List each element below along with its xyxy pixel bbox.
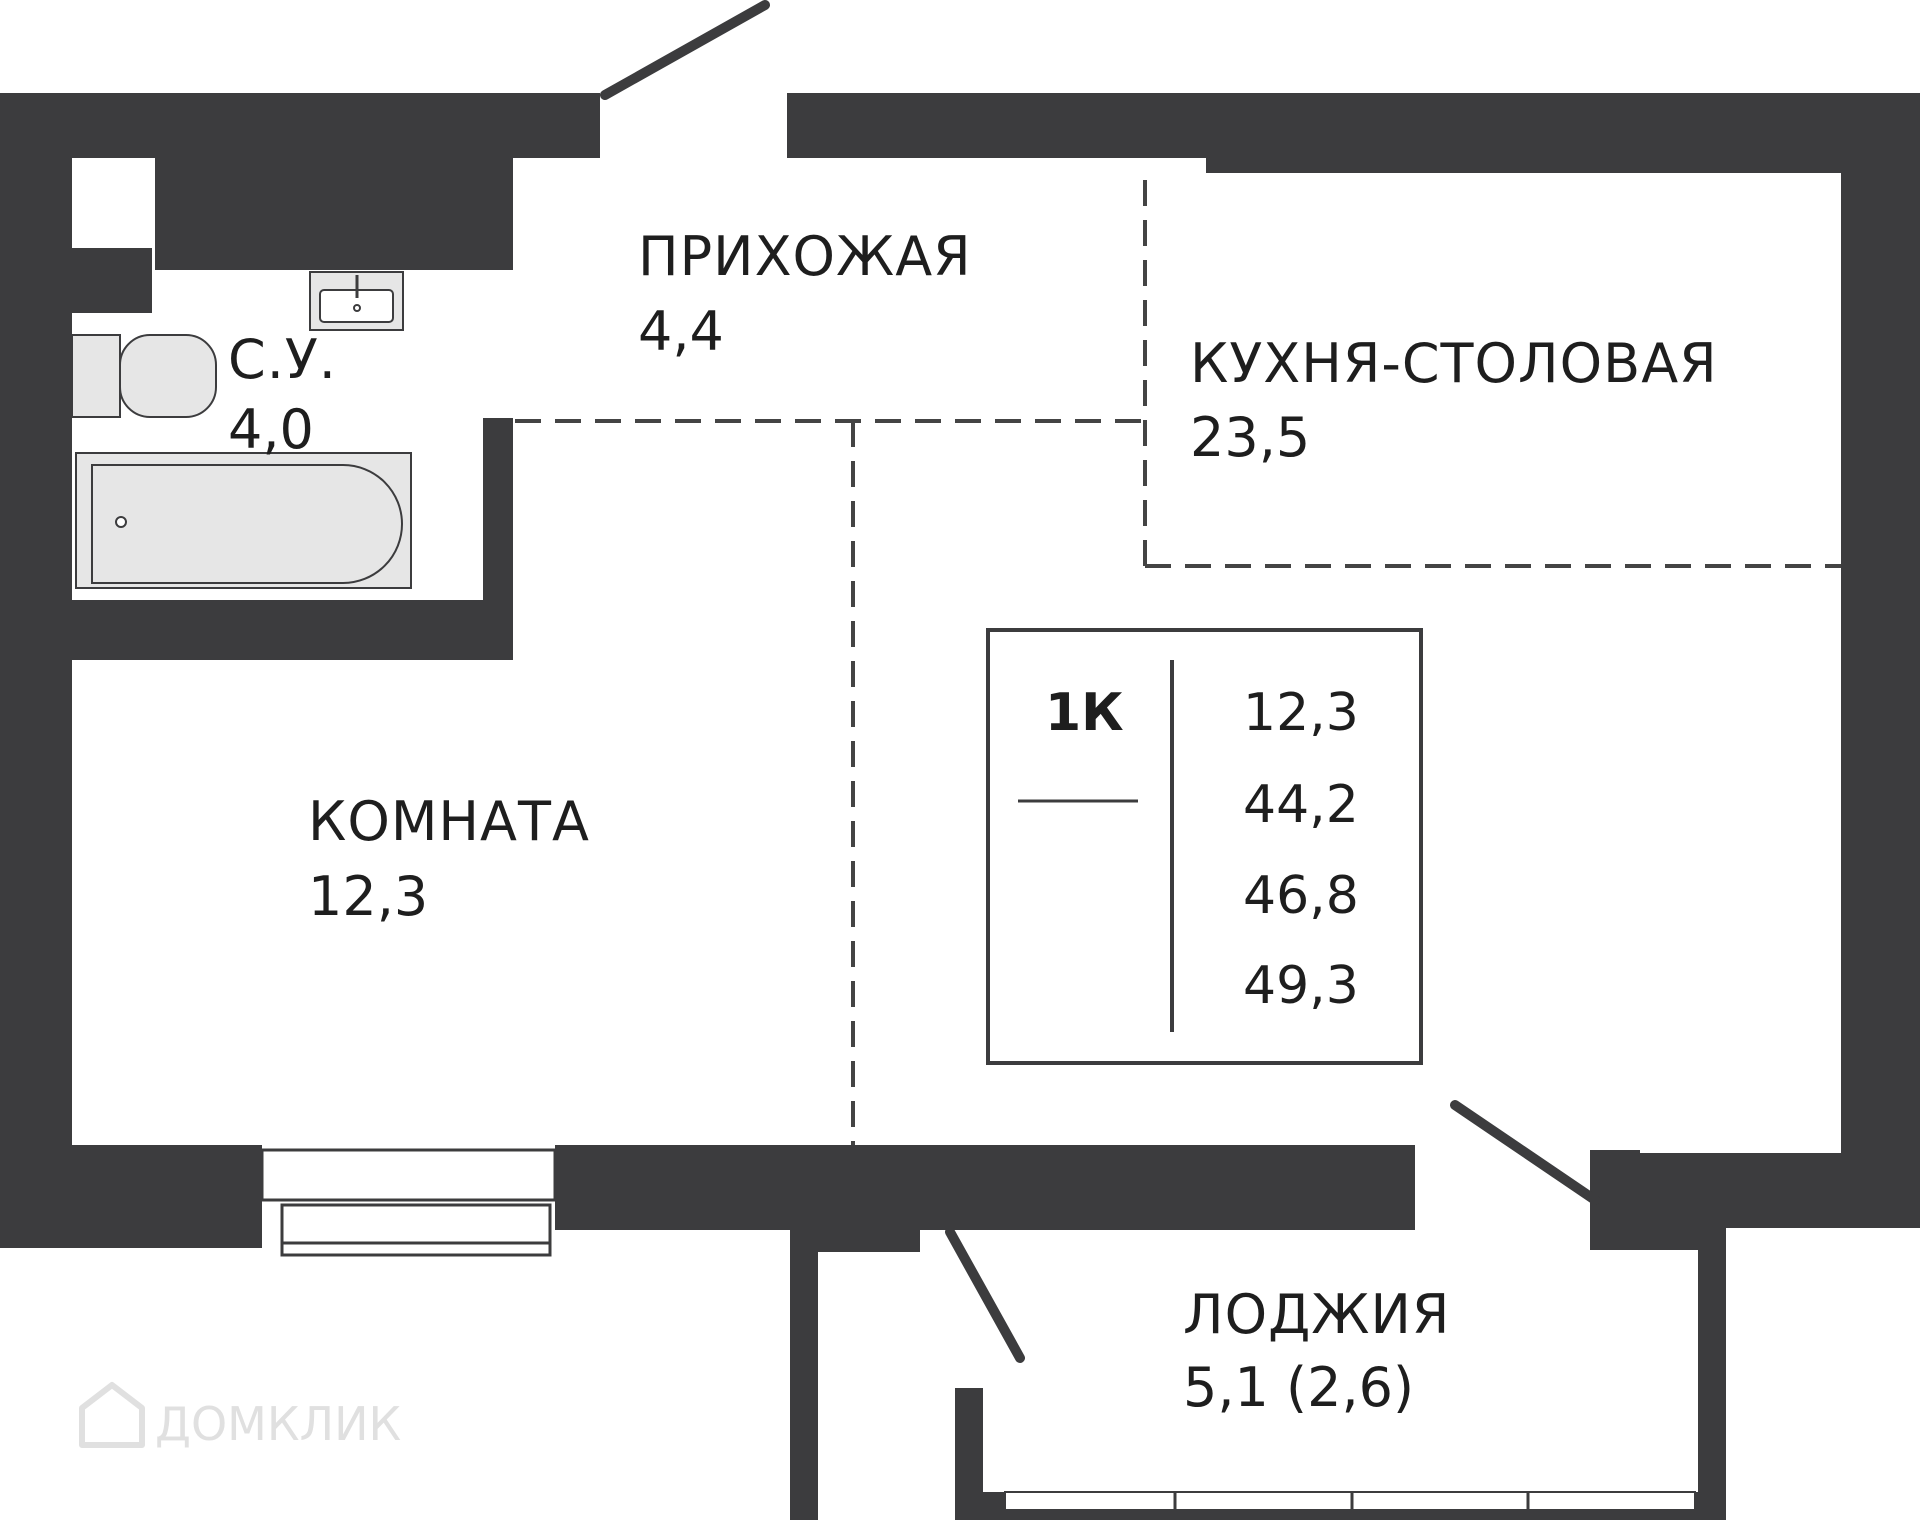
bathtub-inner [91,464,403,584]
doors [600,0,1600,1363]
wall-kitchen-top-step [1206,158,1841,173]
window-room [260,1148,557,1202]
wall-bottom-right [1590,1153,1920,1228]
watermark: ДОМКЛИК [79,1382,401,1451]
wall-loggia-inner-pier [955,1388,983,1520]
sink-drain [353,304,361,312]
toilet [71,334,217,418]
kitchen-name: КУХНЯ-СТОЛОВАЯ [1190,332,1718,395]
loggia-glazing [1004,1491,1696,1511]
wall-bathroom-left-stub [72,248,152,313]
room-area: 12,3 [308,865,428,928]
sink [309,271,404,331]
fixtures [71,271,412,589]
bathroom-area: 4,0 [228,398,314,461]
wall-top-right [787,93,1920,158]
wall-bottom-left [72,1145,262,1248]
window-room-sill [280,1203,552,1257]
watermark-text: ДОМКЛИК [155,1397,401,1451]
toilet-bowl [119,334,217,418]
summary-value-living: 12,3 [1243,683,1359,743]
kitchen-area: 23,5 [1190,406,1310,469]
loggia-name: ЛОДЖИЯ [1183,1283,1450,1346]
zone-dividers [515,180,1841,1145]
hallway-name: ПРИХОЖАЯ [638,225,972,288]
house-icon [79,1382,145,1448]
wall-left [0,93,72,1248]
wall-bottom-middle [555,1145,1415,1230]
walls [0,93,1920,1520]
bathroom-name: С.У. [228,328,337,391]
summary-type: 1К [1045,683,1124,743]
balcony-door-room [945,1227,1025,1363]
summary-frame [986,628,1423,1065]
wall-bathroom-top [155,158,513,270]
wall-loggia-right-top [1590,1228,1726,1250]
room-name: КОМНАТА [308,790,590,853]
summary-box: 1К 12,3 44,2 46,8 49,3 [986,628,1423,1065]
wall-bottom-right-pier [1590,1150,1640,1228]
bathtub [75,452,412,589]
wall-bathroom-bottom [72,600,513,660]
wall-top-left [0,93,600,158]
entrance-door [600,0,770,100]
wall-right [1841,93,1920,1153]
hallway-area: 4,4 [638,300,724,363]
wall-loggia-right [1698,1228,1726,1520]
summary-value-total-loggia-coef: 46,8 [1243,866,1359,926]
bathtub-drain [115,516,127,528]
loggia-area: 5,1 (2,6) [1183,1356,1414,1419]
toilet-tank [71,334,121,418]
summary-value-total: 44,2 [1243,775,1359,835]
windows [260,1148,1696,1511]
summary-value-total-loggia: 49,3 [1243,956,1359,1016]
balcony-door-kitchen [1450,1100,1600,1205]
wall-loggia-left [790,1230,818,1520]
wall-loggia-left-top [790,1230,920,1252]
room-labels: ПРИХОЖАЯ 4,4 С.У. 4,0 КУХНЯ-СТОЛОВАЯ 23,… [228,225,1718,1419]
